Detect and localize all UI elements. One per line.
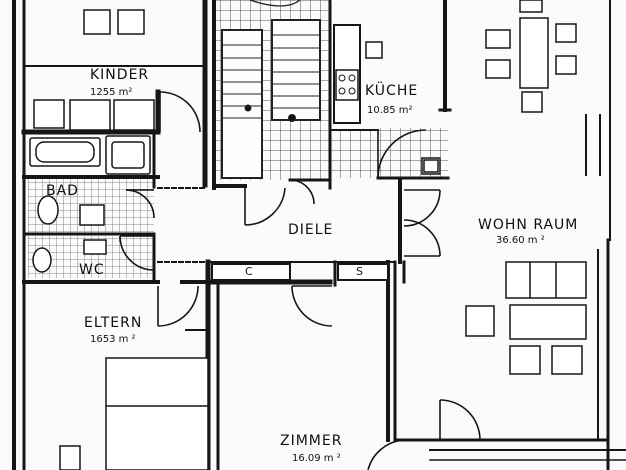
room-name-wohnraum: WOHN RAUM <box>478 217 579 233</box>
furniture <box>59 0 587 470</box>
room-area-eltern: 1653 m ² <box>90 334 136 345</box>
room-name-wc: WC <box>79 262 105 278</box>
room-area-zimmer: 16.09 m ² <box>292 453 341 464</box>
room-area-kinder: 1255 m² <box>90 87 133 98</box>
room-name-bad: BAD <box>46 183 79 199</box>
closet-label-c: C <box>245 265 253 278</box>
room-name-kinder: KINDER <box>90 67 150 83</box>
room-name-diele: DIELE <box>288 222 334 238</box>
bathroom-fixtures <box>29 99 151 273</box>
room-area-kueche: 10.85 m² <box>367 105 413 116</box>
room-name-eltern: ELTERN <box>84 315 143 331</box>
staircase <box>221 0 321 179</box>
walls <box>12 0 626 470</box>
doors <box>119 91 481 470</box>
closet-label-s: S <box>356 265 363 278</box>
room-name-kueche: KÜCHE <box>365 83 419 99</box>
room-name-zimmer: ZIMMER <box>280 433 343 449</box>
room-area-wohnraum: 36.60 m ² <box>496 235 545 246</box>
